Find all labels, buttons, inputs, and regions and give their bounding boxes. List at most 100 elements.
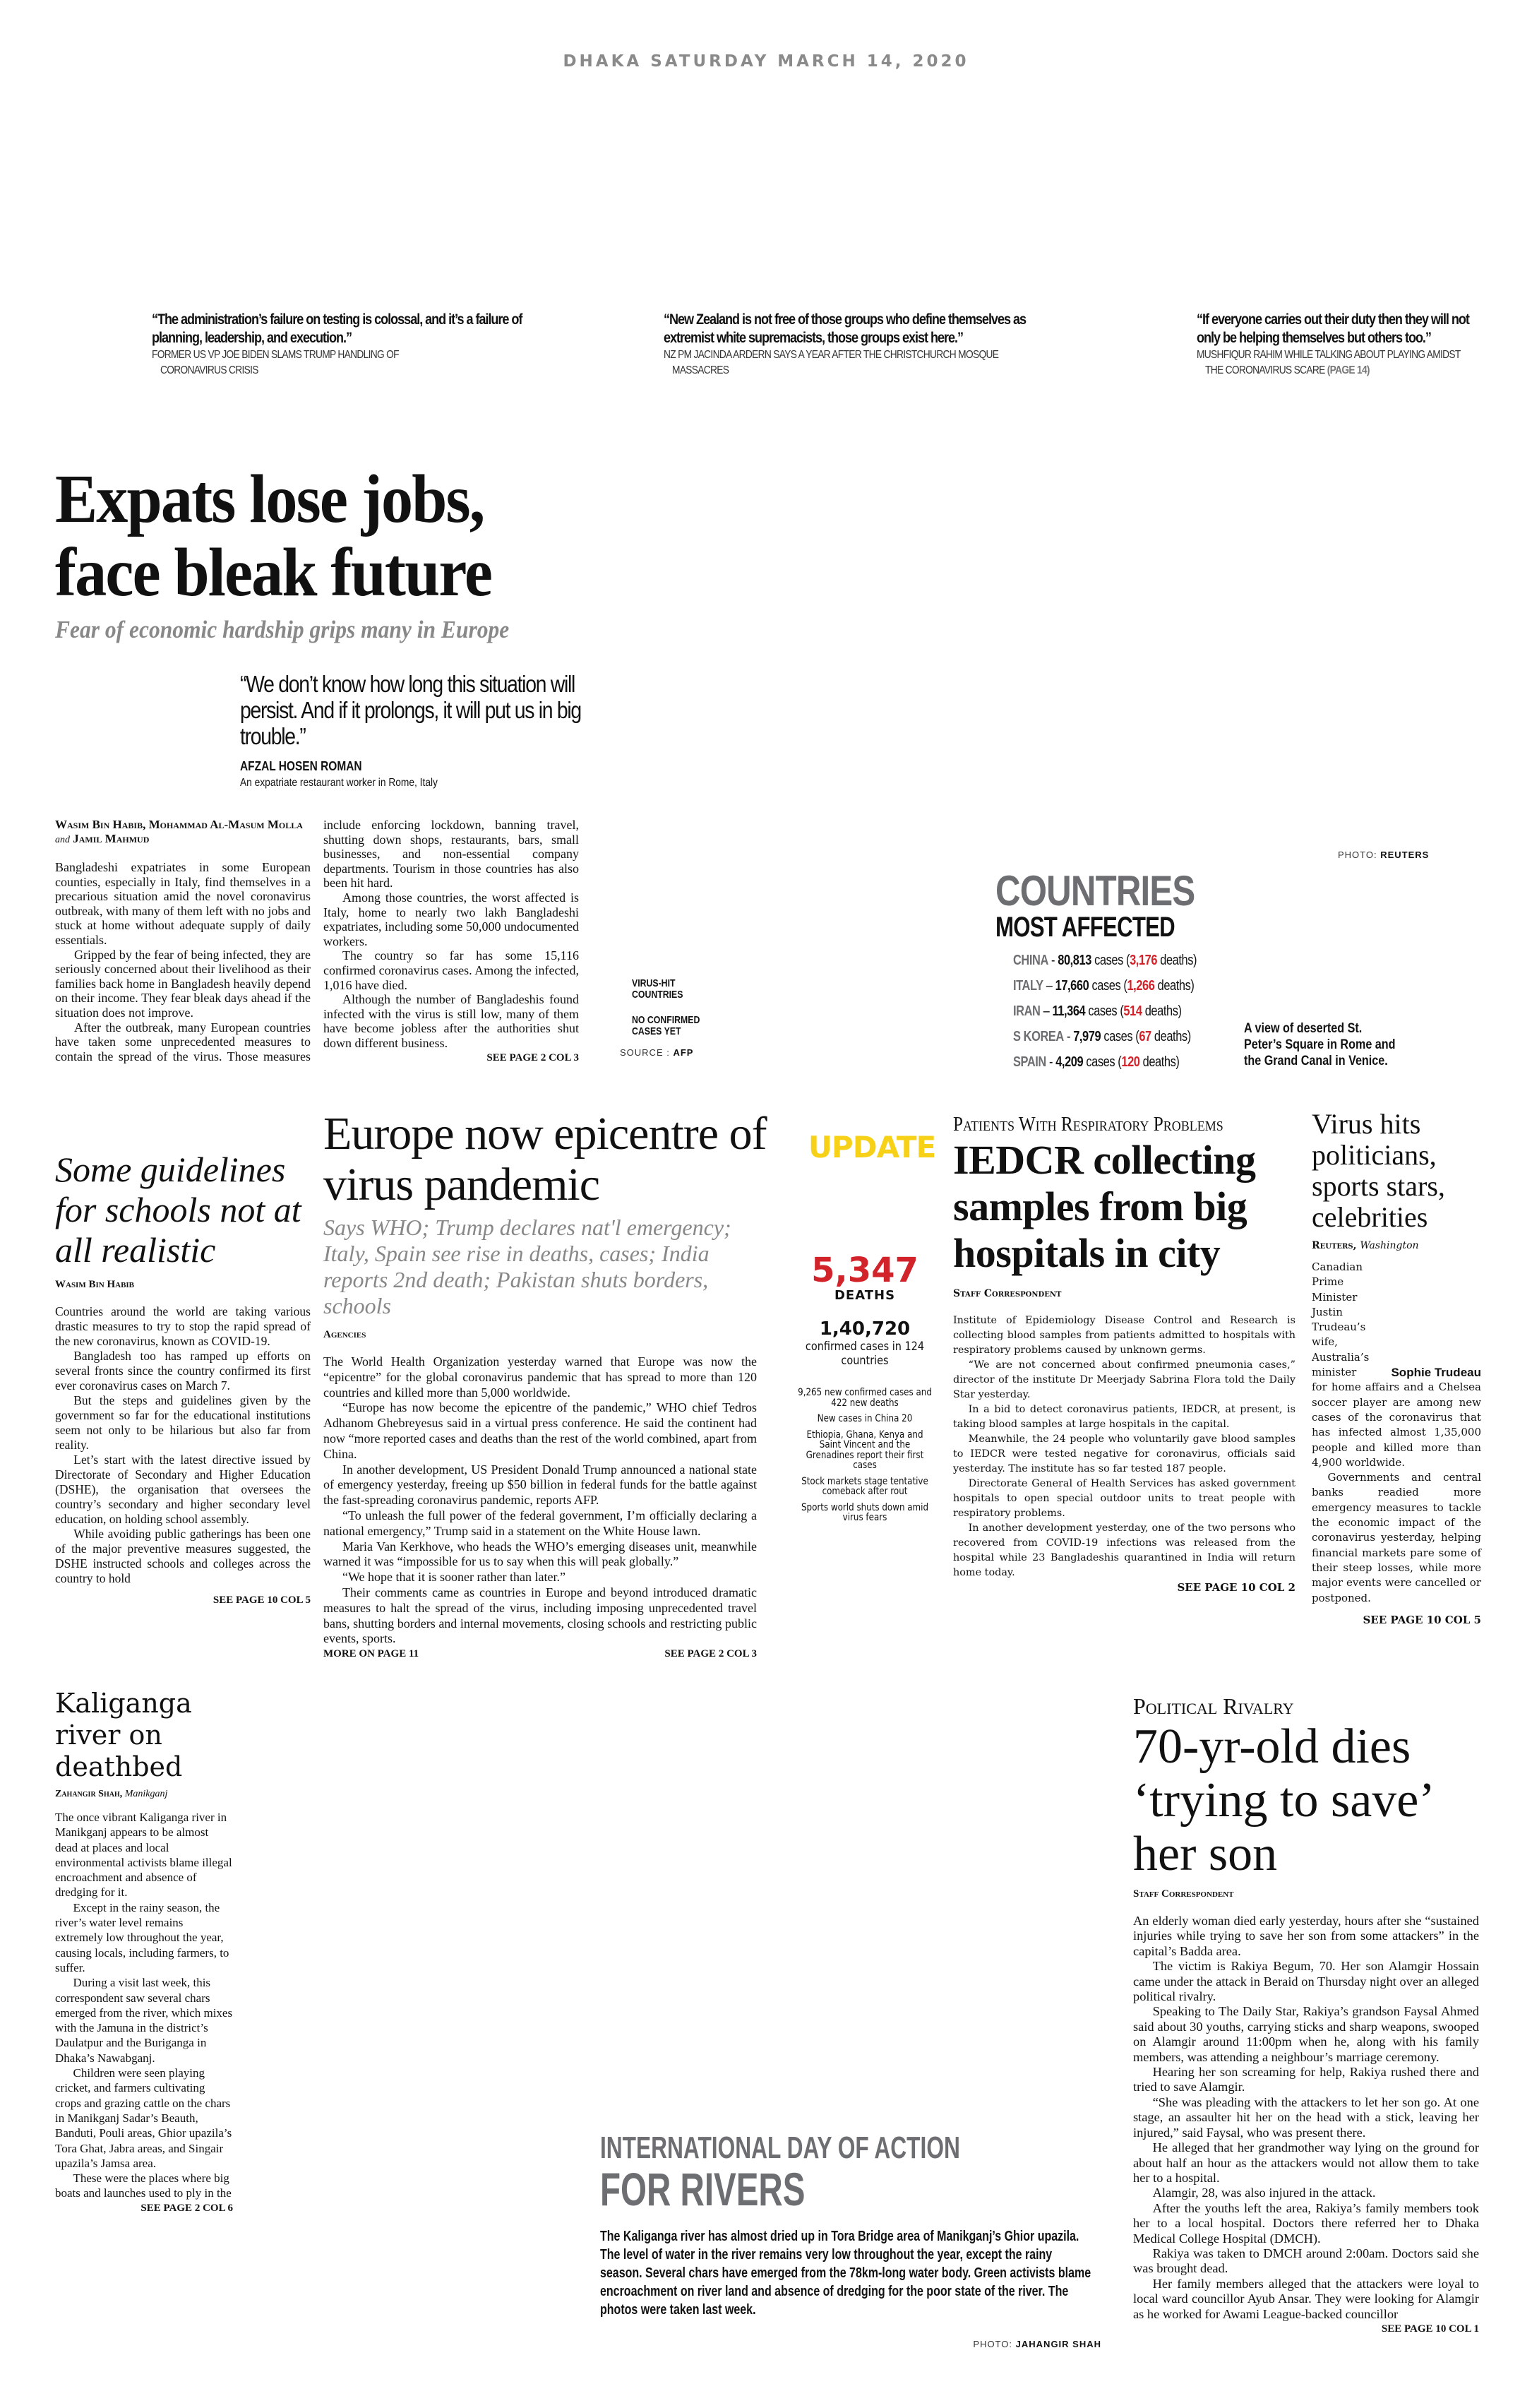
intro-text: Canadian Prime Minister Justin Trudeau’s…	[1312, 1260, 1370, 1379]
iedcr-article-body: Staff Correspondent Institute of Epidemi…	[953, 1287, 1295, 1595]
cases-word: cases (	[1083, 1054, 1122, 1070]
country-name: ITALY	[1013, 978, 1043, 994]
credit-name: JAHANGIR SHAH	[1015, 2339, 1101, 2349]
legend-virus-hit: VIRUS-HIT COUNTRIES	[632, 977, 683, 1001]
paragraph: After the youths left the area, Rakiya’s…	[1133, 2200, 1479, 2246]
quote-source: NZ PM JACINDA ARDERN SAYS A YEAR AFTER T…	[664, 347, 1058, 379]
photo-credit: PHOTO: REUTERS	[1338, 850, 1429, 860]
map-legend: VIRUS-HIT COUNTRIES NO CONFIRMED CASES Y…	[632, 978, 701, 1037]
deaths-label: DEATHS	[834, 1288, 896, 1303]
paragraph: Hearing her son screaming for help, Raki…	[1133, 2065, 1479, 2094]
europe-subhead: Says WHO; Trump declares nat'l emergency…	[323, 1215, 731, 1318]
death-count: 3,176	[1130, 953, 1158, 968]
country-row: IRAN – 11,364 cases (514 deaths)	[1013, 999, 1197, 1024]
quote-source-line: FORMER US VP JOE BIDEN SLAMS TRUMP HANDL…	[152, 349, 400, 361]
paragraph: The once vibrant Kaliganga river in Mani…	[55, 1811, 232, 1900]
top-quote-biden: “The administration’s failure on testing…	[152, 311, 547, 379]
paragraph: The country so far has some 15,116 confi…	[323, 948, 579, 992]
cases-word: cases (	[1091, 953, 1130, 968]
quote-source-line: MUSHFIQUR RAHIM WHILE TALKING ABOUT PLAY…	[1197, 349, 1461, 361]
most-affected-list: CHINA - 80,813 cases (3,176 deaths)ITALY…	[1013, 948, 1237, 1075]
paragraphs: Bangladeshi expatriates in some European…	[55, 818, 579, 1065]
paragraph: Their comments came as countries in Euro…	[323, 1585, 757, 1646]
see-page-link[interactable]: SEE PAGE 2 COL 3	[486, 1051, 579, 1063]
paragraph: Governments and central banks readied mo…	[1312, 1471, 1481, 1604]
dateline: DHAKA SATURDAY MARCH 14, 2020	[563, 52, 969, 71]
celebs-article: Virus hits politicians, sports stars, ce…	[1312, 1109, 1481, 1628]
byline: Wasim Bin Habib	[55, 1279, 135, 1290]
more-on-page-link[interactable]: MORE ON PAGE 11	[323, 1648, 419, 1660]
paragraph: In another development yesterday, one of…	[953, 1522, 1295, 1578]
byline-name: Reuters,	[1312, 1240, 1357, 1251]
paragraph: “We hope that it is sooner rather than l…	[342, 1570, 565, 1585]
see-page-link[interactable]: SEE PAGE 10 COL 2	[1177, 1581, 1295, 1594]
countries-title: COUNTRIES MOST AFFECTED	[995, 870, 1238, 943]
cases-word: cases (	[1089, 978, 1127, 994]
paragraph: Meanwhile, the 24 people who voluntarily…	[953, 1434, 1295, 1474]
country-name: CHINA	[1013, 953, 1048, 968]
europe-headline: Europe now epicentre of virus pandemic	[323, 1108, 767, 1210]
schools-article: Some guidelines for schools not at all r…	[55, 1150, 311, 1608]
lead-article-body: Wasim Bin Habib, Mohammad Al-Masum Molla…	[55, 818, 579, 1065]
update-box: UPDATE 5,347 DEATHS 1,40,720 confirmed c…	[784, 1130, 946, 1523]
cases-count: 1,40,720	[819, 1318, 911, 1340]
paragraph: He alleged that her grandmother way lyin…	[1133, 2140, 1479, 2185]
europe-article-body: Agencies The World Health Organization y…	[323, 1328, 757, 1662]
pull-quote: “We don’t know how long this situation w…	[240, 671, 607, 789]
iedcr-headline: IEDCR collecting samples from big hospit…	[953, 1137, 1256, 1276]
paragraph: Gripped by the fear of being infected, t…	[55, 947, 311, 1020]
cases-label: confirmed cases in 124 countries	[805, 1340, 925, 1368]
headline-line: Expats lose jobs,	[55, 461, 485, 537]
headline-line: face bleak future	[55, 535, 493, 611]
rivers-title-line: FOR RIVERS	[600, 2163, 806, 2215]
celebs-headline: Virus hits politicians, sports stars, ce…	[1312, 1108, 1445, 1233]
update-item: Ethiopia, Ghana, Kenya and Saint Vincent…	[806, 1429, 924, 1471]
paragraph: While avoiding public gatherings has bee…	[55, 1527, 311, 1585]
paragraphs: Institute of Epidemiology Disease Contro…	[953, 1313, 1295, 1580]
paragraph: “To unleash the full power of the federa…	[323, 1508, 757, 1538]
deaths-count: 5,347	[811, 1251, 918, 1290]
paragraph: Alamgir, 28, was also injured in the att…	[1152, 2186, 1376, 2200]
byline-dateline: Manikganj	[124, 1789, 168, 1799]
paragraph: Speaking to The Daily Star, Rakiya’s gra…	[1133, 2004, 1479, 2064]
source-label: SOURCE :	[620, 1047, 670, 1058]
paragraph: for home affairs and a Chelsea soccer pl…	[1312, 1381, 1481, 1469]
paragraph: “She was pleading with the attackers to …	[1133, 2094, 1479, 2140]
page-ref-link[interactable]: (PAGE 14)	[1327, 364, 1370, 376]
quote-source: MUSHFIQUR RAHIM WHILE TALKING ABOUT PLAY…	[1197, 347, 1488, 379]
quote-source-line: THE CORONAVIRUS SCARE	[1205, 364, 1325, 376]
celebs-article-body: Reuters, Washington Canadian Prime Minis…	[1312, 1239, 1481, 1628]
byline: Wasim Bin Habib, Mohammad Al-Masum Molla…	[55, 818, 311, 847]
deaths-word: deaths)	[1139, 1054, 1180, 1070]
rivalry-kicker: Political Rivalry	[1133, 1693, 1294, 1719]
lead-subhead: Fear of economic hardship grips many in …	[55, 616, 510, 643]
country-name: SPAIN	[1013, 1054, 1046, 1070]
case-count: 7,979	[1073, 1029, 1101, 1044]
death-count: 120	[1121, 1054, 1140, 1070]
see-page-link[interactable]: SEE PAGE 10 COL 1	[1381, 2323, 1479, 2335]
paragraphs: for home affairs and a Chelsea soccer pl…	[1312, 1380, 1481, 1605]
paragraph: Her family members alleged that the atta…	[1133, 2276, 1479, 2321]
paragraphs: Countries around the world are taking va…	[55, 1304, 311, 1586]
paragraph: After the outbreak, many European countr…	[55, 818, 579, 1063]
top-quote-mushfiqur: “If everyone carries out their duty then…	[1197, 311, 1493, 379]
credit-name: REUTERS	[1380, 850, 1430, 860]
deaths-word: deaths)	[1154, 978, 1195, 994]
see-page-link[interactable]: SEE PAGE 10 COL 5	[1363, 1613, 1481, 1626]
deaths-word: deaths)	[1151, 1029, 1191, 1044]
map-source: SOURCE : AFP	[620, 1047, 693, 1058]
rivalry-article: Political Rivalry 70-yr-old dies ‘trying…	[1133, 1692, 1479, 2337]
see-page-link[interactable]: SEE PAGE 2 COL 3	[664, 1648, 757, 1660]
case-count: 11,364	[1052, 1003, 1086, 1019]
update-item: Sports world shuts down amid virus fears	[801, 1501, 929, 1523]
byline: Reuters, Washington	[1312, 1239, 1481, 1253]
see-page-link[interactable]: SEE PAGE 2 COL 6	[140, 2202, 233, 2214]
paragraph: But the steps and guidelines given by th…	[55, 1393, 311, 1452]
death-count: 67	[1139, 1029, 1151, 1044]
paragraphs: The once vibrant Kaliganga river in Mani…	[55, 1810, 233, 2201]
cases-word: cases (	[1085, 1003, 1124, 1019]
deaths-word: deaths)	[1142, 1003, 1182, 1019]
see-page-link[interactable]: SEE PAGE 10 COL 5	[213, 1595, 311, 1606]
country-name: IRAN	[1013, 1003, 1041, 1019]
update-item: New cases in China 20	[817, 1413, 913, 1424]
